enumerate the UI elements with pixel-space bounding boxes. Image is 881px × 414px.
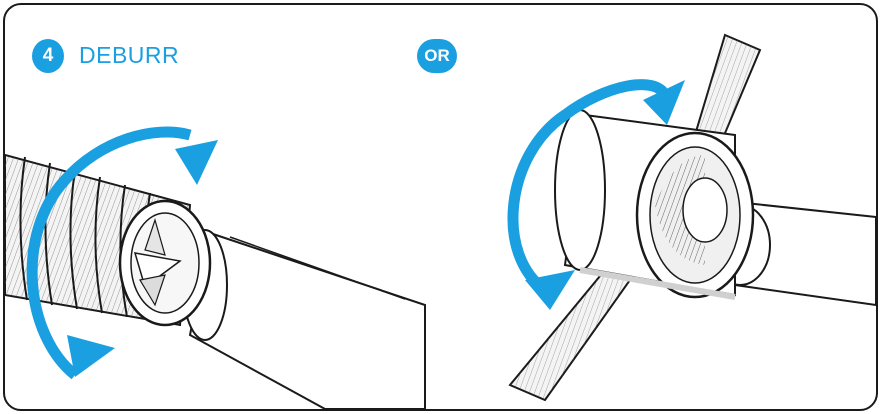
alternative-or-badge: OR: [417, 39, 457, 73]
instruction-panel: 4 DEBURR OR: [3, 3, 878, 411]
left-pipe: [183, 230, 425, 409]
step-number-badge: 4: [32, 39, 64, 73]
step-title: DEBURR: [79, 42, 179, 69]
